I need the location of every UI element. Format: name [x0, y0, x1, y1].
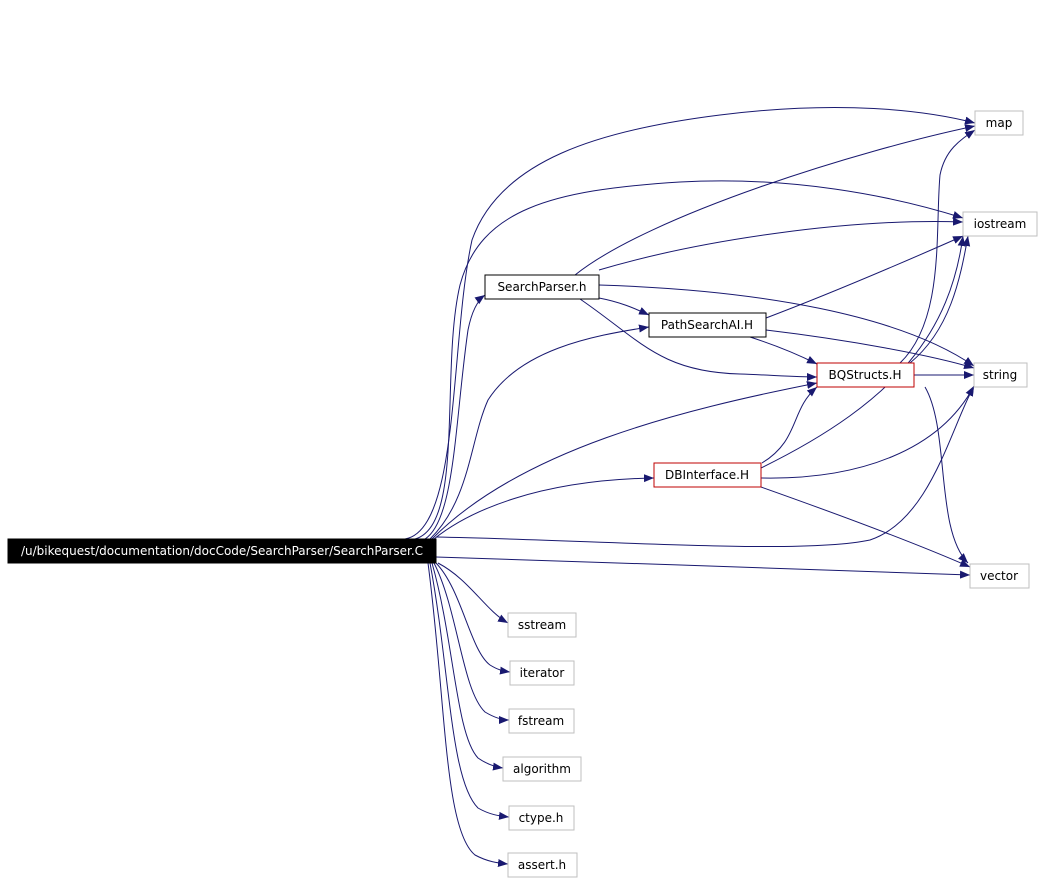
node-dbinterface-h-label: DBInterface.H — [665, 468, 749, 482]
node-string-label: string — [983, 368, 1017, 382]
edge-dbinterface-h-to-string — [760, 385, 975, 479]
node-searchparser-h[interactable]: SearchParser.h — [484, 274, 600, 300]
edge-root-to-iterator — [435, 562, 511, 675]
edge-root-to-assert-h — [427, 562, 509, 867]
node-vector-label: vector — [980, 569, 1018, 583]
node-pathsearchai-h-label: PathSearchAI.H — [661, 318, 753, 332]
node-fstream: fstream — [508, 708, 575, 734]
edge-root-to-pathsearchai-h — [429, 324, 650, 540]
edge-dbinterface-h-to-vector — [760, 486, 971, 568]
node-iterator: iterator — [509, 660, 575, 686]
node-bqstructs-h-label: BQStructs.H — [829, 368, 902, 382]
edge-dbinterface-h-to-bqstructs-h — [761, 386, 818, 464]
node-iterator-label: iterator — [520, 666, 565, 680]
node-bqstructs-h[interactable]: BQStructs.H — [816, 362, 915, 388]
node-pathsearchai-h[interactable]: PathSearchAI.H — [648, 312, 767, 338]
node-assert-h-label: assert.h — [518, 858, 566, 872]
edge-root-to-ctype-h — [429, 562, 510, 820]
node-root-label: /u/bikequest/documentation/docCode/Searc… — [21, 544, 423, 558]
edge-searchparser-h-to-pathsearchai-h — [598, 297, 650, 316]
node-algorithm: algorithm — [502, 756, 582, 782]
node-iostream: iostream — [962, 211, 1038, 237]
node-dbinterface-h[interactable]: DBInterface.H — [653, 462, 762, 488]
node-sstream: sstream — [507, 612, 577, 638]
edge-root-to-fstream — [433, 562, 510, 724]
edge-pathsearchai-h-to-bqstructs-h — [749, 336, 818, 365]
edge-root-to-sstream — [437, 562, 509, 624]
node-algorithm-label: algorithm — [513, 762, 571, 776]
edge-root-to-dbinterface-h — [433, 474, 655, 540]
node-map: map — [974, 110, 1024, 136]
edge-bqstructs-h-to-iostream — [909, 235, 971, 364]
edge-searchparser-h-to-map — [574, 124, 976, 276]
edge-root-to-bqstructs-h — [431, 381, 818, 540]
edge-pathsearchai-h-to-string — [765, 329, 975, 370]
edge-root-to-iostream — [414, 180, 964, 540]
edge-searchparser-h-to-string — [598, 284, 975, 367]
edge-pathsearchai-h-to-iostream — [765, 235, 964, 319]
node-searchparser-h-label: SearchParser.h — [497, 280, 586, 294]
node-sstream-label: sstream — [518, 618, 566, 632]
edge-dbinterface-h-to-iostream — [760, 235, 966, 469]
nodes-layer: /u/bikequest/documentation/docCode/Searc… — [7, 110, 1038, 878]
node-assert-h: assert.h — [507, 852, 578, 878]
edge-root-to-algorithm — [431, 562, 504, 771]
node-map-label: map — [986, 116, 1013, 130]
edge-root-to-string — [435, 385, 975, 548]
edges-layer — [404, 106, 976, 867]
edge-searchparser-h-to-bqstructs-h — [579, 298, 818, 381]
node-ctype-h: ctype.h — [508, 805, 575, 831]
edge-bqstructs-h-to-map — [899, 129, 976, 364]
edge-bqstructs-h-to-vector — [924, 386, 969, 564]
node-root[interactable]: /u/bikequest/documentation/docCode/Searc… — [7, 538, 437, 564]
node-iostream-label: iostream — [974, 217, 1027, 231]
edge-root-to-searchparser-h — [424, 294, 486, 540]
node-ctype-h-label: ctype.h — [519, 811, 564, 825]
node-vector: vector — [969, 563, 1030, 589]
edge-searchparser-h-to-iostream — [598, 217, 964, 271]
node-fstream-label: fstream — [518, 714, 564, 728]
node-string: string — [973, 362, 1028, 388]
edge-root-to-vector — [435, 556, 971, 579]
edge-root-to-map — [404, 106, 976, 540]
